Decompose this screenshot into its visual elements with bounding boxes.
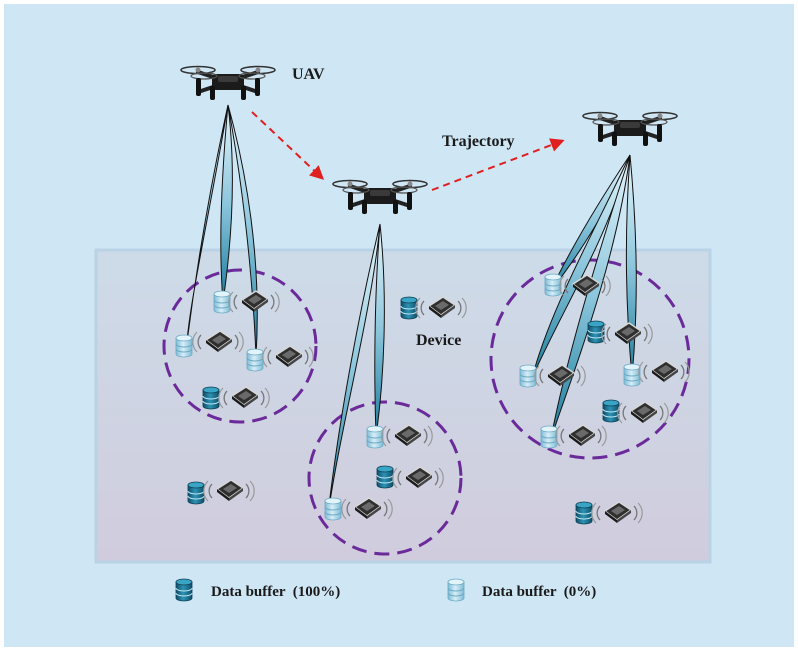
device-label: Device: [416, 332, 461, 349]
buffer-full-icon: [376, 465, 394, 489]
buffer-empty-icon: [175, 334, 193, 358]
buffer-empty-icon: [540, 425, 558, 449]
buffer-empty-icon: [324, 497, 342, 521]
buffer-empty-icon: [366, 425, 384, 449]
legend-full-label: Data buffer (100%): [211, 584, 340, 600]
trajectory-label: Trajectory: [442, 133, 515, 150]
buffer-empty-icon: [623, 363, 641, 387]
buffer-full-icon: [400, 296, 418, 320]
legend-empty-label: Data buffer (0%): [482, 584, 596, 600]
cluster-circle-middle: [307, 400, 463, 556]
cluster-circle-left: [162, 268, 318, 424]
buffer-empty-icon: [246, 348, 264, 372]
legend-full-buffer-icon: [175, 578, 193, 602]
legend-empty-buffer-icon: [447, 578, 465, 602]
uav-label: UAV: [292, 66, 325, 83]
buffer-empty-icon: [544, 273, 562, 297]
buffer-full-icon: [575, 501, 593, 525]
buffer-full-icon: [202, 386, 220, 410]
buffer-full-icon: [187, 481, 205, 505]
buffer-empty-icon: [213, 290, 231, 314]
buffer-empty-icon: [519, 364, 537, 388]
trajectory-arrow-1: [251, 111, 325, 180]
buffer-full-icon: [602, 399, 620, 423]
